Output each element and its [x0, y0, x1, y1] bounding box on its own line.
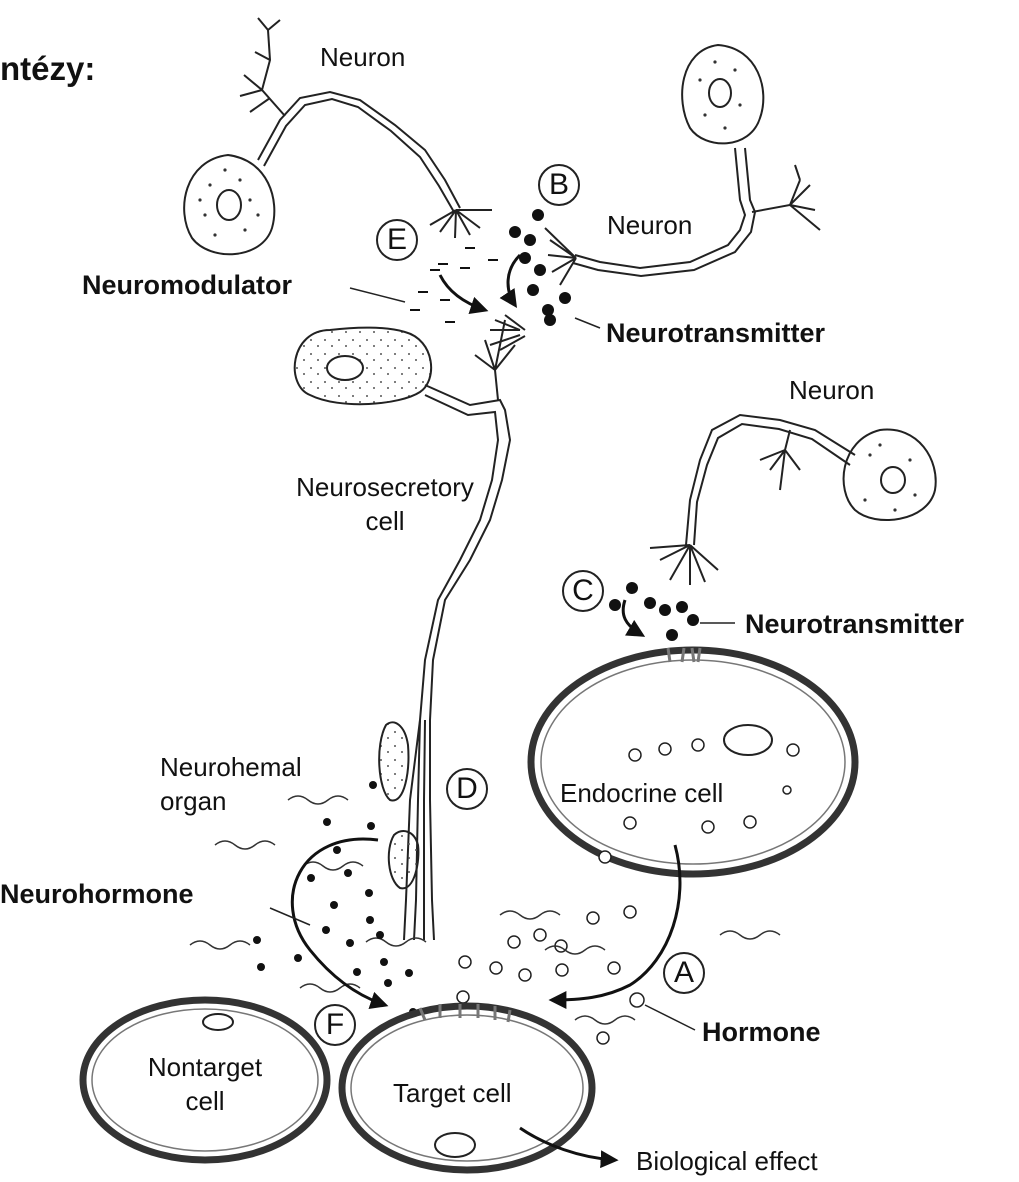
label-target-cell: Target cell [393, 1078, 512, 1109]
neuron-right [545, 45, 820, 285]
label-nontarget-cell: Nontarget cell [105, 1050, 305, 1118]
label-neuromodulator: Neuromodulator [82, 270, 292, 301]
arrow-b [508, 255, 520, 305]
marker-d: D [446, 768, 488, 810]
label-neurotransmitter-lower: Neurotransmitter [745, 609, 964, 640]
label-hormone: Hormone [702, 1017, 821, 1048]
page-heading: ntézy: [0, 50, 95, 88]
neuron-lower [650, 415, 936, 585]
endocrine-cell [531, 648, 855, 874]
marker-f: F [314, 1004, 356, 1046]
label-neuron-right: Neuron [607, 210, 692, 241]
arrow-c [623, 600, 642, 635]
marker-e: E [376, 219, 418, 261]
label-neurosecretory-cell: Neurosecretory cell [265, 470, 505, 538]
marker-c: C [562, 570, 604, 612]
label-neuron-top: Neuron [320, 42, 405, 73]
label-neurohemal-organ: Neurohemal organ [160, 750, 302, 818]
label-neurohormone: Neurohormone [0, 879, 194, 910]
label-endocrine-cell: Endocrine cell [560, 778, 723, 809]
marker-b: B [538, 164, 580, 206]
label-neurotransmitter-upper: Neurotransmitter [606, 318, 825, 349]
neuromodulator-dashes [410, 248, 498, 322]
hormone-leader [645, 1005, 695, 1030]
synapse-b-terminal [490, 315, 525, 350]
marker-a: A [663, 952, 705, 994]
arrow-e [440, 275, 485, 310]
neurotransmitter-dots-b [509, 209, 571, 326]
label-neuron-lower: Neuron [789, 375, 874, 406]
label-biological-effect: Biological effect [636, 1146, 818, 1177]
